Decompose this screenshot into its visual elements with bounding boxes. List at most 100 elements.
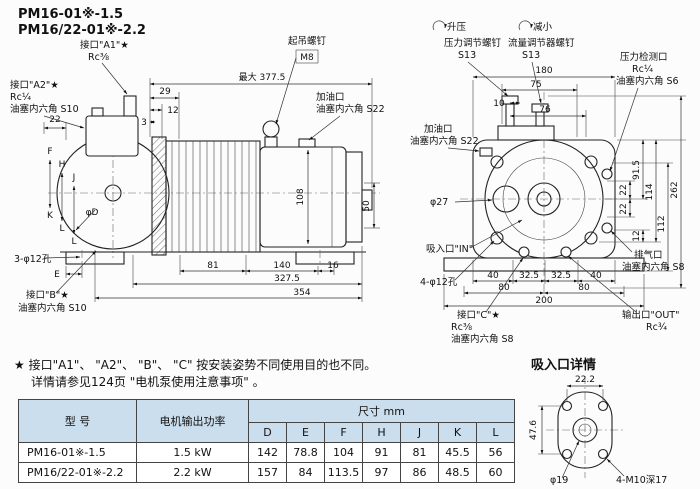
dim-22-2: 22.2 [575, 375, 595, 385]
dimension-table: 型 号 电机输出功率 尺寸 mm D E F H J K L PM16-01※-… [18, 399, 515, 483]
cell-power: 2.2 kW [136, 462, 249, 483]
footnote-line2: 详情请参见124页 "电机泵使用注意事项" 。 [31, 375, 265, 389]
holes-label-left: 3-φ12孔 [14, 254, 52, 265]
rotate-arrow-raise-icon [432, 20, 448, 31]
dim-262: 262 [670, 181, 680, 198]
dim-40a: 40 [487, 271, 499, 281]
suction-detail-drawing: 22.2 47.6 φ19 4-M10深17 [529, 375, 667, 486]
port-c-circle [518, 246, 530, 258]
dimension-drawings: 最大 377.5 29 12 3 22 F H J K L [10, 20, 686, 345]
dim-80b: 80 [578, 283, 590, 293]
cell-l: 60 [476, 462, 515, 483]
dim-12: 12 [632, 230, 642, 241]
dim-29: 29 [159, 87, 171, 97]
dim-l2: L [71, 237, 76, 247]
flange-hole [584, 155, 598, 169]
cell-e: 84 [286, 462, 325, 483]
oil-fill-label-right: 加油口 [424, 123, 453, 135]
terminal-box [85, 115, 139, 157]
suction-detail-linework [546, 376, 624, 478]
dim-32-5a: 32.5 [519, 271, 539, 281]
col-header-l: L [476, 422, 515, 443]
oil-plug-right [479, 147, 493, 157]
suction-detail-title: 吸入口详情 [531, 358, 597, 373]
dim-j: J [72, 173, 76, 183]
cell-f: 104 [324, 442, 363, 463]
foot-right [295, 251, 355, 265]
vent-port-circle [601, 222, 613, 234]
pressure-screw-size: S13 [458, 50, 476, 61]
dim-22a: 22 [619, 184, 629, 195]
model-name-1: PM16-01※-1.5 [18, 7, 124, 22]
gauge-port-thread: Rc¼ [632, 64, 653, 75]
pressure-screw-stem [505, 103, 515, 127]
dim-3: 3 [141, 118, 147, 128]
col-header-e: E [286, 422, 325, 443]
oil-fill-hex: 油塞内六角 S22 [316, 103, 385, 115]
flow-screw-size: S13 [522, 50, 540, 61]
port-a1-label: 接口"A1"★ [80, 39, 129, 51]
cell-l: 56 [476, 442, 515, 463]
m10-holes-label: 4-M10深17 [616, 475, 667, 486]
dim-22: 22 [49, 115, 60, 125]
inlet-label: 吸入口"IN" [426, 244, 473, 255]
dim-phi19: φ19 [550, 475, 568, 486]
col-header-size: 尺寸 mm [248, 399, 515, 423]
page-title: PM16-01※-1.5 PM16/22-01※-2.2 [18, 7, 146, 39]
suction-bore [572, 417, 598, 443]
dim-81: 81 [207, 261, 218, 271]
left-drawing-linework [48, 95, 380, 266]
cell-j: 81 [400, 442, 439, 463]
holes-label-right: 4-φ12孔 [420, 277, 458, 288]
cell-power: 1.5 kW [136, 442, 249, 463]
port-c-hex: 油塞内六角 S8 [451, 333, 514, 345]
col-header-d: D [248, 422, 287, 443]
port-b-label: 接口"B"★ [26, 289, 69, 301]
dim-114: 114 [645, 183, 655, 200]
dim-40b: 40 [590, 271, 602, 281]
footnote-line1: ★ 接口"A1"、 "A2"、 "B"、 "C" 按安装姿势不同使用目的也不同。 [14, 358, 377, 372]
col-header-k: K [438, 422, 477, 443]
raise-label: 升压 [447, 22, 467, 33]
vent-hex: 油塞内六角 S8 [622, 261, 685, 273]
dim-max-length: 最大 377.5 [239, 71, 286, 83]
dim-108: 108 [296, 188, 306, 205]
flange-hole [490, 155, 504, 169]
rotate-arrow-reduce-icon [518, 20, 534, 31]
oil-fill-hex-right: 油塞内六角 S22 [410, 135, 479, 147]
dim-80a: 80 [498, 283, 510, 293]
model-name-2: PM16/22-01※-2.2 [18, 23, 146, 38]
cell-h: 91 [362, 442, 401, 463]
table-row-pm16: PM16-01※-1.5 1.5 kW 142 78.8 104 91 81 4… [18, 442, 515, 463]
dim-10: 10 [493, 99, 505, 109]
cell-j: 86 [400, 462, 439, 483]
dim-76: 76 [539, 105, 551, 115]
m10-hole [561, 400, 573, 412]
dim-12: 12 [167, 106, 178, 116]
dim-22b: 22 [619, 203, 629, 214]
port-c-label: 接口"C"★ [457, 309, 500, 321]
footnote: ★ 接口"A1"、 "A2"、 "B"、 "C" 按安装姿势不同使用目的也不同。… [14, 357, 376, 391]
suction-flange [557, 391, 613, 469]
port-c-thread: Rc⅜ [451, 322, 472, 333]
suction-detail-dimensions: 22.2 47.6 φ19 4-M10深17 [529, 375, 667, 486]
port-a2-label: 接口"A2"★ [10, 79, 59, 91]
dim-h: H [59, 160, 66, 170]
regulator-block [497, 125, 555, 141]
dim-354: 354 [293, 288, 310, 298]
flange-hole [490, 231, 504, 245]
table-row-pm16-22: PM16/22-01※-2.2 2.2 kW 157 84 113.5 97 8… [18, 462, 515, 483]
port-a2-hex: 油塞内六角 S10 [10, 103, 79, 115]
dim-47-6: 47.6 [529, 420, 539, 440]
port-a1-thread: Rc⅜ [88, 52, 109, 63]
gauge-port-hex: 油塞内六角 S6 [616, 75, 679, 87]
outlet-thread: Rc¾ [646, 322, 667, 333]
adapter-flange [151, 136, 167, 256]
m10-hole [561, 448, 573, 460]
col-header-model: 型 号 [18, 399, 137, 443]
port-a1-stub [123, 95, 137, 117]
dim-e: E [54, 270, 60, 280]
oil-fill-label: 加油口 [316, 91, 345, 103]
dim-112: 112 [657, 215, 667, 232]
